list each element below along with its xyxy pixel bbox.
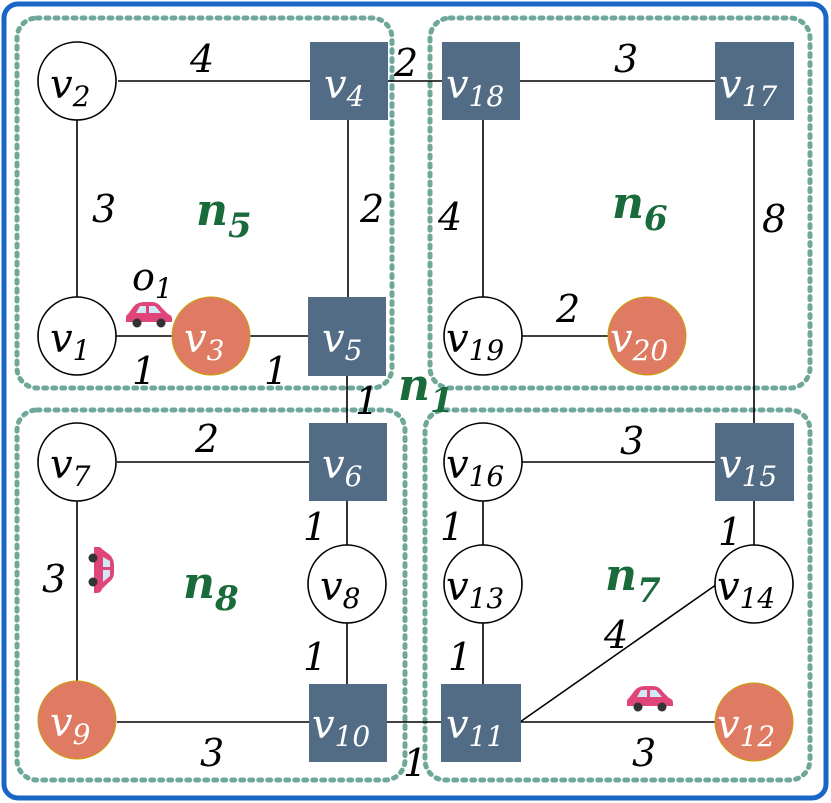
region-box-n6 — [427, 15, 813, 391]
nodes — [37, 41, 794, 762]
node-label-v17: v17 — [719, 62, 777, 113]
region-label-n6: n6 — [612, 178, 668, 239]
node-label-v4: v4 — [324, 62, 364, 113]
weight-v10-v11: 1 — [403, 741, 427, 785]
edge-weights: 4 3 2 1 1 2 3 4 8 2 1 2 3 1 1 3 1 3 1 1 … — [42, 37, 786, 785]
node-v5 — [308, 297, 386, 376]
weight-v3-v5: 1 — [264, 349, 288, 393]
node-v2 — [37, 41, 117, 121]
node-v14 — [714, 544, 794, 624]
weight-v4-v5: 2 — [359, 187, 384, 231]
node-label-v8: v8 — [320, 564, 360, 615]
weight-v2-v4: 4 — [189, 37, 214, 81]
node-v1 — [37, 296, 117, 376]
node-v15 — [715, 423, 794, 501]
node-v11 — [441, 684, 521, 762]
region-label-n1: n1 — [398, 360, 454, 421]
node-v3 — [171, 296, 251, 376]
car-icon — [126, 302, 172, 328]
car-icon — [627, 686, 673, 712]
edges — [76, 80, 755, 723]
region-labels: n5 n6 n8 n7 n1 — [183, 178, 668, 619]
node-label-v5: v5 — [322, 316, 362, 367]
region-box-n5 — [14, 15, 395, 391]
region-label-n7: n7 — [605, 550, 661, 611]
node-v4 — [310, 42, 388, 120]
weight-v16-v13: 1 — [440, 505, 464, 549]
node-label-v18: v18 — [446, 62, 504, 113]
node-labels: v2 v1 v3 v4 v5 v18 v17 v19 v20 v7 v6 v8 … — [50, 62, 777, 753]
node-v13 — [443, 544, 523, 624]
weight-v18-v19: 4 — [437, 195, 462, 239]
node-label-v6: v6 — [322, 442, 362, 493]
node-label-v16: v16 — [446, 442, 504, 493]
weight-v18-v17: 3 — [614, 37, 638, 81]
node-label-v11: v11 — [446, 702, 504, 753]
node-v7 — [37, 422, 117, 502]
weight-v13-v11: 1 — [448, 635, 472, 679]
node-label-v13: v13 — [446, 564, 504, 615]
node-v17 — [715, 42, 794, 120]
weight-v11-v12: 3 — [632, 731, 656, 775]
node-v12 — [714, 682, 794, 762]
weight-v7-v9: 3 — [42, 557, 66, 601]
region-box-n8 — [14, 407, 408, 783]
region-label-n5: n5 — [196, 185, 252, 246]
node-label-v2: v2 — [50, 62, 90, 113]
node-v20 — [607, 296, 687, 376]
node-v19 — [443, 296, 523, 376]
weight-v11-v14: 4 — [603, 613, 628, 657]
weight-v17-v15: 8 — [762, 197, 786, 241]
weight-v2-v1: 3 — [92, 187, 116, 231]
car-icon — [88, 547, 114, 593]
weight-v9-v10: 3 — [200, 731, 224, 775]
node-label-v7: v7 — [50, 442, 91, 493]
region-label-n8: n8 — [183, 558, 239, 619]
obstacle-label-o1: o1 — [132, 255, 173, 305]
weight-v8-v10: 1 — [303, 635, 327, 679]
node-label-v20: v20 — [610, 316, 668, 367]
node-v18 — [442, 42, 520, 120]
weight-v6-v8: 1 — [303, 505, 327, 549]
node-label-v1: v1 — [50, 316, 90, 367]
node-label-v10: v10 — [312, 702, 370, 753]
node-v16 — [443, 422, 523, 502]
node-v8 — [307, 544, 387, 624]
weight-v7-v6: 2 — [194, 417, 219, 461]
node-label-v12: v12 — [717, 702, 775, 753]
weight-v4-v18: 2 — [393, 41, 418, 85]
node-v10 — [309, 684, 387, 762]
weight-v5-v6: 1 — [355, 379, 379, 423]
weight-v16-v15: 3 — [620, 419, 644, 463]
node-label-v19: v19 — [446, 316, 504, 367]
weight-v15-v14: 1 — [718, 510, 742, 554]
node-v9 — [37, 680, 117, 760]
node-label-v15: v15 — [719, 442, 777, 493]
node-v6 — [309, 423, 387, 501]
edge-v11-v14 — [519, 581, 721, 723]
node-label-v14: v14 — [717, 564, 775, 615]
node-label-v3: v3 — [184, 316, 224, 367]
node-label-v9: v9 — [50, 700, 90, 751]
region-box-n7 — [422, 407, 813, 783]
weight-v19-v20: 2 — [555, 287, 580, 331]
weight-v1-v3: 1 — [132, 349, 156, 393]
